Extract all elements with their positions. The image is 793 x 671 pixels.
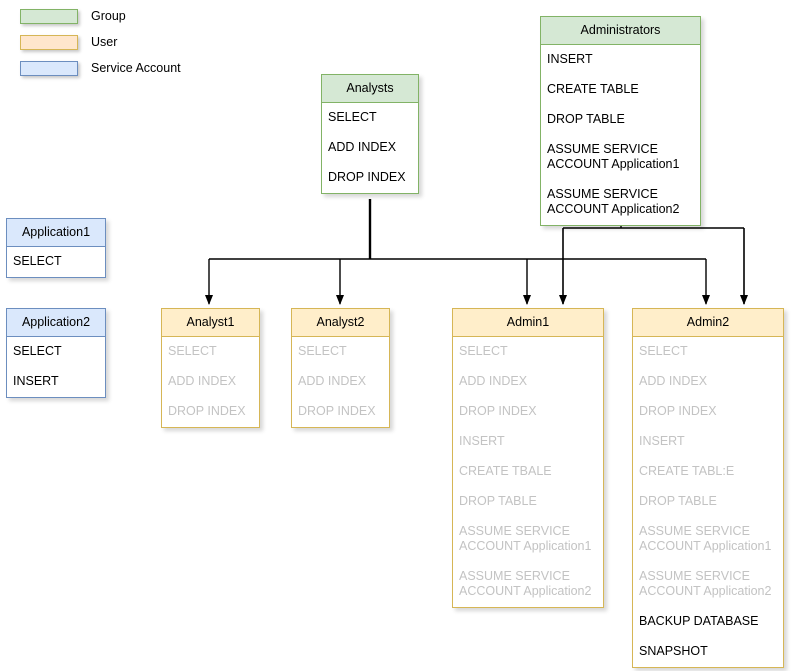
- permission-item: CREATE TABLE: [547, 82, 639, 96]
- permission-item: ADD INDEX: [298, 374, 367, 388]
- node-analyst2[interactable]: Analyst2 SELECT ADD INDEX DROP INDEX: [291, 308, 390, 428]
- permission-item: ASSUME SERVICE ACCOUNT Application2: [547, 187, 680, 216]
- node-analyst2-title: Analyst2: [292, 309, 389, 337]
- permission-item: DROP TABLE: [547, 112, 625, 126]
- permission-item: DROP INDEX: [298, 404, 376, 418]
- permission-item: INSERT: [547, 52, 593, 66]
- permission-item: INSERT: [639, 434, 685, 448]
- permission-item: DROP TABLE: [639, 494, 717, 508]
- node-admin1-title: Admin1: [453, 309, 603, 337]
- legend-item-service-account: Service Account: [20, 58, 181, 78]
- permission-item: SNAPSHOT: [639, 644, 708, 658]
- legend-label-service-account: Service Account: [91, 61, 181, 75]
- permission-item: DROP INDEX: [639, 404, 717, 418]
- permission-item: DROP INDEX: [168, 404, 246, 418]
- node-application1-title: Application1: [7, 219, 105, 247]
- permission-item: SELECT: [459, 344, 508, 358]
- permission-item: DROP INDEX: [459, 404, 537, 418]
- permission-item: ASSUME SERVICE ACCOUNT Application2: [459, 569, 592, 598]
- permission-item: CREATE TABL:E: [639, 464, 735, 478]
- node-administrators-permissions: INSERT CREATE TABLE DROP TABLE ASSUME SERVI…: [541, 45, 700, 225]
- node-admin1[interactable]: Admin1 SELECT ADD INDEX DROP INDEX INSERT CR…: [452, 308, 604, 608]
- node-administrators-title: Administrators: [541, 17, 700, 45]
- node-analyst1-title: Analyst1: [162, 309, 259, 337]
- node-analysts[interactable]: Analysts SELECT ADD INDEX DROP INDEX: [321, 74, 419, 194]
- permission-item: SELECT: [13, 344, 62, 358]
- permission-item: INSERT: [459, 434, 505, 448]
- permission-item: ASSUME SERVICE ACCOUNT Application2: [639, 569, 772, 598]
- permission-item: ADD INDEX: [328, 140, 397, 154]
- node-admin2-title: Admin2: [633, 309, 783, 337]
- permission-item: SELECT: [639, 344, 688, 358]
- legend-label-group: Group: [91, 9, 126, 23]
- legend-item-group: Group: [20, 6, 181, 26]
- legend-item-user: User: [20, 32, 181, 52]
- permission-item: ASSUME SERVICE ACCOUNT Application1: [459, 524, 592, 553]
- node-application1-permissions: SELECT: [7, 247, 105, 277]
- node-application2-permissions: SELECT INSERT: [7, 337, 105, 397]
- permission-item: ADD INDEX: [639, 374, 708, 388]
- legend-label-user: User: [91, 35, 118, 49]
- node-application2[interactable]: Application2 SELECT INSERT: [6, 308, 106, 398]
- node-analysts-title: Analysts: [322, 75, 418, 103]
- permission-item: ASSUME SERVICE ACCOUNT Application1: [547, 142, 680, 171]
- legend-swatch-group: [20, 8, 78, 24]
- permission-item: DROP INDEX: [328, 170, 406, 184]
- permission-item: DROP TABLE: [459, 494, 537, 508]
- permission-item: SELECT: [298, 344, 347, 358]
- legend-swatch-service-account: [20, 60, 78, 76]
- permission-item: ADD INDEX: [168, 374, 237, 388]
- permission-item: CREATE TBALE: [459, 464, 552, 478]
- node-application2-title: Application2: [7, 309, 105, 337]
- permission-item: ASSUME SERVICE ACCOUNT Application1: [639, 524, 772, 553]
- node-administrators[interactable]: Administrators INSERT CREATE TABLE DROP TA…: [540, 16, 701, 226]
- permission-item: SELECT: [328, 110, 377, 124]
- permission-item: ADD INDEX: [459, 374, 528, 388]
- legend-swatch-user: [20, 34, 78, 50]
- permission-item: SELECT: [13, 254, 62, 268]
- node-admin1-permissions: SELECT ADD INDEX DROP INDEX INSERT CREATE TB…: [453, 337, 603, 607]
- node-analyst1-permissions: SELECT ADD INDEX DROP INDEX: [162, 337, 259, 427]
- permission-item: BACKUP DATABASE: [639, 614, 759, 628]
- node-analyst1[interactable]: Analyst1 SELECT ADD INDEX DROP INDEX: [161, 308, 260, 428]
- node-admin2-permissions: SELECT ADD INDEX DROP INDEX INSERT CREATE TA…: [633, 337, 783, 667]
- node-application1[interactable]: Application1 SELECT: [6, 218, 106, 278]
- legend: Group User Service Account: [20, 6, 181, 84]
- node-admin2[interactable]: Admin2 SELECT ADD INDEX DROP INDEX INSERT CR…: [632, 308, 784, 668]
- permission-item: INSERT: [13, 374, 59, 388]
- permission-item: SELECT: [168, 344, 217, 358]
- node-analysts-permissions: SELECT ADD INDEX DROP INDEX: [322, 103, 418, 193]
- node-analyst2-permissions: SELECT ADD INDEX DROP INDEX: [292, 337, 389, 427]
